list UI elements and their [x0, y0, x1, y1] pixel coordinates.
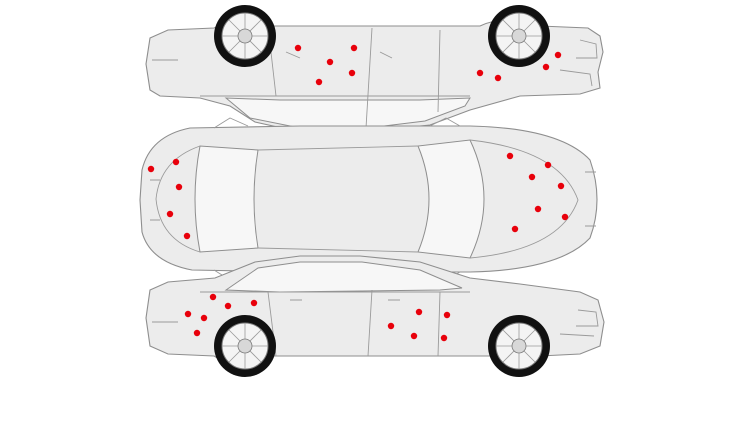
damage-marker	[511, 225, 519, 233]
damage-marker	[147, 165, 155, 173]
damage-markers-top-side	[294, 44, 562, 86]
damage-marker	[387, 322, 395, 330]
damage-marker	[476, 69, 484, 77]
damage-marker	[172, 158, 180, 166]
wheel-icon	[488, 5, 550, 67]
damage-marker	[443, 311, 451, 319]
damage-marker	[506, 152, 514, 160]
damage-marker	[166, 210, 174, 218]
damage-marker	[350, 44, 358, 52]
damage-markers-roof	[147, 152, 569, 240]
damage-marker	[544, 161, 552, 169]
car-side-view-bottom	[145, 255, 605, 377]
damage-marker	[415, 308, 423, 316]
damage-marker	[200, 314, 208, 322]
car-side-view-top	[145, 5, 604, 133]
damage-marker	[175, 183, 183, 191]
wheel-icon	[488, 315, 550, 377]
car-windshield-rear	[194, 145, 259, 253]
damage-marker	[554, 51, 562, 59]
damage-marker	[348, 69, 356, 77]
damage-marker	[557, 182, 565, 190]
car-roof-view	[139, 117, 598, 281]
car-greenhouse	[224, 261, 463, 293]
damage-marker	[183, 232, 191, 240]
damage-markers-bottom-side	[184, 293, 451, 342]
damage-marker	[193, 329, 201, 337]
damage-marker	[250, 299, 258, 307]
damage-marker	[440, 334, 448, 342]
damage-marker	[326, 58, 334, 66]
damage-marker	[534, 205, 542, 213]
damage-marker	[315, 78, 323, 86]
damage-marker	[494, 74, 502, 82]
damage-marker	[528, 173, 536, 181]
damage-marker	[224, 302, 232, 310]
damage-marker	[294, 44, 302, 52]
wheel-icon	[214, 5, 276, 67]
damage-marker	[561, 213, 569, 221]
wheel-icon	[214, 315, 276, 377]
damage-marker	[542, 63, 550, 71]
damage-marker	[209, 293, 217, 301]
damage-marker	[410, 332, 418, 340]
damage-marker	[184, 310, 192, 318]
car-greenhouse	[224, 97, 471, 130]
